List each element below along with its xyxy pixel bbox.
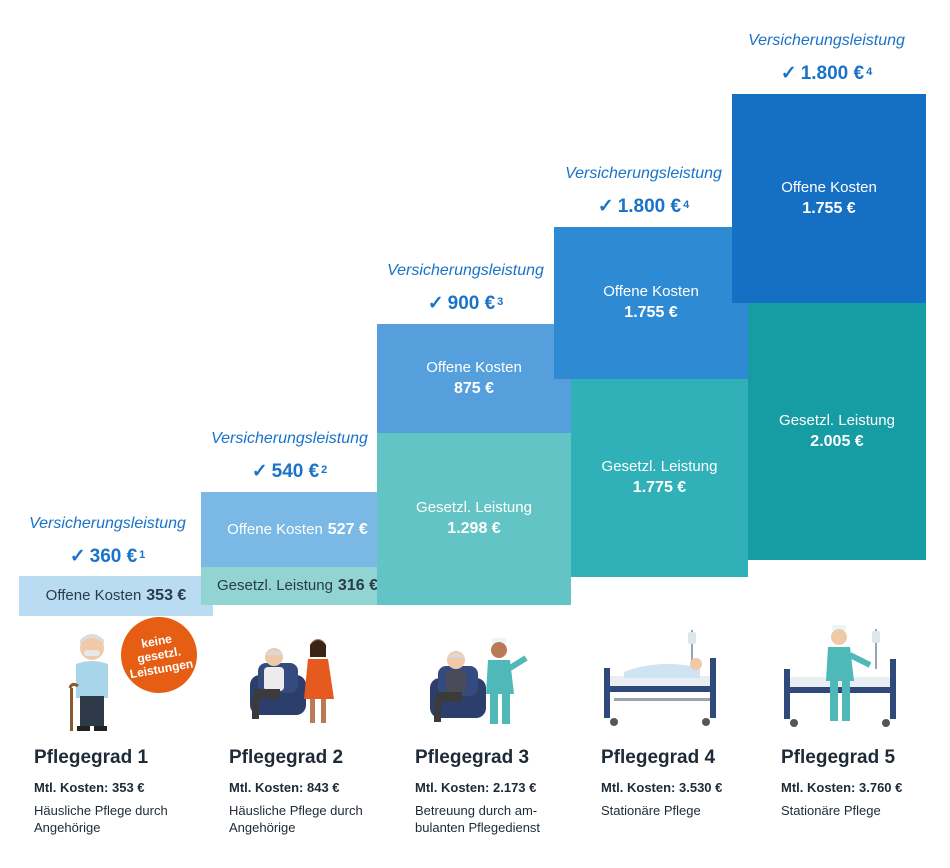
grade-desc-5: Stationäre Pflege — [781, 803, 881, 818]
nurse-at-hospital-bed-illustration — [784, 625, 896, 727]
grade-caption-1: Pflegegrad 1 Mtl. Kosten: 353 € Häuslich… — [34, 746, 224, 836]
bar-offene-5: Offene Kosten 1.755 € — [732, 94, 926, 303]
grade-caption-5: Pflegegrad 5 Mtl. Kosten: 3.760 € Statio… — [781, 746, 950, 819]
bar-gesetzl-label-3: Gesetzl. Leistung — [416, 499, 532, 516]
no-benefits-badge: keine gesetzl. Leistungen — [114, 610, 204, 700]
bar-offene-value-5: 1.755 € — [802, 199, 856, 217]
check-icon: ✓ — [597, 196, 614, 217]
bar-gesetzl-label-2: Gesetzl. Leistung — [217, 577, 333, 594]
insurance-label-1: Versicherungsleistung ✓360 €1 — [10, 514, 205, 569]
insurance-footnote-5: 4 — [866, 66, 873, 78]
hospital-bed-illustration — [604, 630, 716, 726]
grade-cost-5: Mtl. Kosten: 3.760 € — [781, 780, 903, 795]
insurance-value-2: 540 € — [271, 461, 320, 482]
grade-caption-4: Pflegegrad 4 Mtl. Kosten: 3.530 € Statio… — [601, 746, 791, 819]
grade-name-3: Pflegegrad 3 — [415, 747, 530, 768]
insurance-footnote-3: 3 — [497, 296, 504, 308]
bar-gesetzl-4: Gesetzl. Leistung 1.775 € — [571, 379, 748, 577]
bar-gesetzl-value-4: 1.775 € — [632, 479, 687, 496]
bar-gesetzl-value-3: 1.298 € — [447, 520, 501, 537]
bar-offene-label-2: Offene Kosten — [227, 520, 323, 538]
grade-name-2: Pflegegrad 2 — [229, 747, 344, 768]
grade-name-1: Pflegegrad 1 — [34, 747, 149, 768]
check-icon: ✓ — [69, 546, 86, 567]
grade-name-5: Pflegegrad 5 — [781, 747, 896, 768]
insurance-amount-5: ✓1.800 €4 — [729, 62, 924, 86]
grade-name-4: Pflegegrad 4 — [601, 747, 716, 768]
grade-desc-1: Häusliche Pflege durch Angehörige — [34, 803, 168, 835]
elderly-man-armchair-illustration — [250, 639, 334, 723]
insurance-label-2: Versicherungsleistung ✓540 €2 — [192, 429, 387, 484]
insurance-amount-2: ✓540 €2 — [192, 460, 387, 484]
bar-gesetzl-value-2: 316 € — [337, 577, 378, 594]
bar-offene-value-1: 353 € — [146, 587, 187, 604]
insurance-label-5: Versicherungsleistung ✓1.800 €4 — [729, 31, 924, 86]
insurance-label-3: Versicherungsleistung ✓900 €3 — [368, 261, 563, 316]
insurance-amount-3: ✓900 €3 — [368, 292, 563, 316]
bar-offene-label-4: Offene Kosten — [603, 283, 699, 300]
insurance-footnote-1: 1 — [139, 549, 146, 561]
grade-desc-4: Stationäre Pflege — [601, 803, 701, 818]
bar-offene-3: Offene Kosten 875 € — [377, 324, 571, 433]
grade-caption-3: Pflegegrad 3 Mtl. Kosten: 2.173 € Betreu… — [415, 746, 605, 836]
bar-offene-value-4: 1.755 € — [624, 304, 678, 321]
grade-desc-3: Betreuung durch am- bulanten Pflegediens… — [415, 803, 541, 835]
insurance-amount-4: ✓1.800 €4 — [546, 195, 741, 219]
insurance-title-5: Versicherungsleistung — [748, 32, 905, 49]
elderly-man-with-nurse-illustration — [430, 638, 528, 724]
bar-offene-value-2: 527 € — [327, 520, 368, 538]
elderly-man-with-cane-illustration — [68, 634, 108, 731]
insurance-title-2: Versicherungsleistung — [211, 430, 368, 447]
grade-cost-2: Mtl. Kosten: 843 € — [229, 780, 340, 795]
insurance-value-1: 360 € — [89, 546, 138, 567]
insurance-footnote-2: 2 — [321, 464, 328, 476]
grade-desc-2: Häusliche Pflege durch Angehörige — [229, 803, 363, 835]
bar-offene-value-3: 875 € — [453, 379, 495, 397]
bar-offene-label-3: Offene Kosten — [426, 358, 522, 376]
grade-cost-3: Mtl. Kosten: 2.173 € — [415, 780, 537, 795]
insurance-title-1: Versicherungsleistung — [29, 515, 186, 532]
bar-gesetzl-label-4: Gesetzl. Leistung — [601, 458, 718, 475]
check-icon: ✓ — [780, 63, 797, 84]
insurance-value-5: 1.800 € — [800, 63, 865, 84]
grade-cost-1: Mtl. Kosten: 353 € — [34, 780, 145, 795]
bar-offene-4: Offene Kosten 1.755 € — [554, 227, 748, 379]
bar-gesetzl-2: Gesetzl. Leistung 316 € — [201, 567, 394, 605]
bar-gesetzl-5: Gesetzl. Leistung 2.005 € — [748, 303, 926, 560]
insurance-footnote-4: 4 — [683, 199, 690, 211]
bar-offene-label-1: Offene Kosten — [45, 587, 142, 604]
insurance-value-3: 900 € — [447, 293, 496, 314]
bar-offene-2: Offene Kosten 527 € — [201, 492, 394, 567]
grade-cost-4: Mtl. Kosten: 3.530 € — [601, 780, 723, 795]
insurance-label-4: Versicherungsleistung ✓1.800 €4 — [546, 164, 741, 219]
check-icon: ✓ — [251, 461, 268, 482]
insurance-amount-1: ✓360 €1 — [10, 545, 205, 569]
check-icon: ✓ — [427, 293, 444, 314]
insurance-title-3: Versicherungsleistung — [387, 262, 544, 279]
bar-gesetzl-3: Gesetzl. Leistung 1.298 € — [377, 433, 571, 605]
bar-offene-label-5: Offene Kosten — [781, 178, 877, 196]
grade-caption-2: Pflegegrad 2 Mtl. Kosten: 843 € Häuslich… — [229, 746, 419, 836]
bar-gesetzl-value-5: 2.005 € — [810, 432, 864, 450]
bar-offene-1: Offene Kosten 353 € — [19, 576, 213, 616]
bar-gesetzl-label-5: Gesetzl. Leistung — [779, 411, 895, 429]
insurance-value-4: 1.800 € — [617, 196, 682, 217]
insurance-title-4: Versicherungsleistung — [565, 165, 722, 182]
